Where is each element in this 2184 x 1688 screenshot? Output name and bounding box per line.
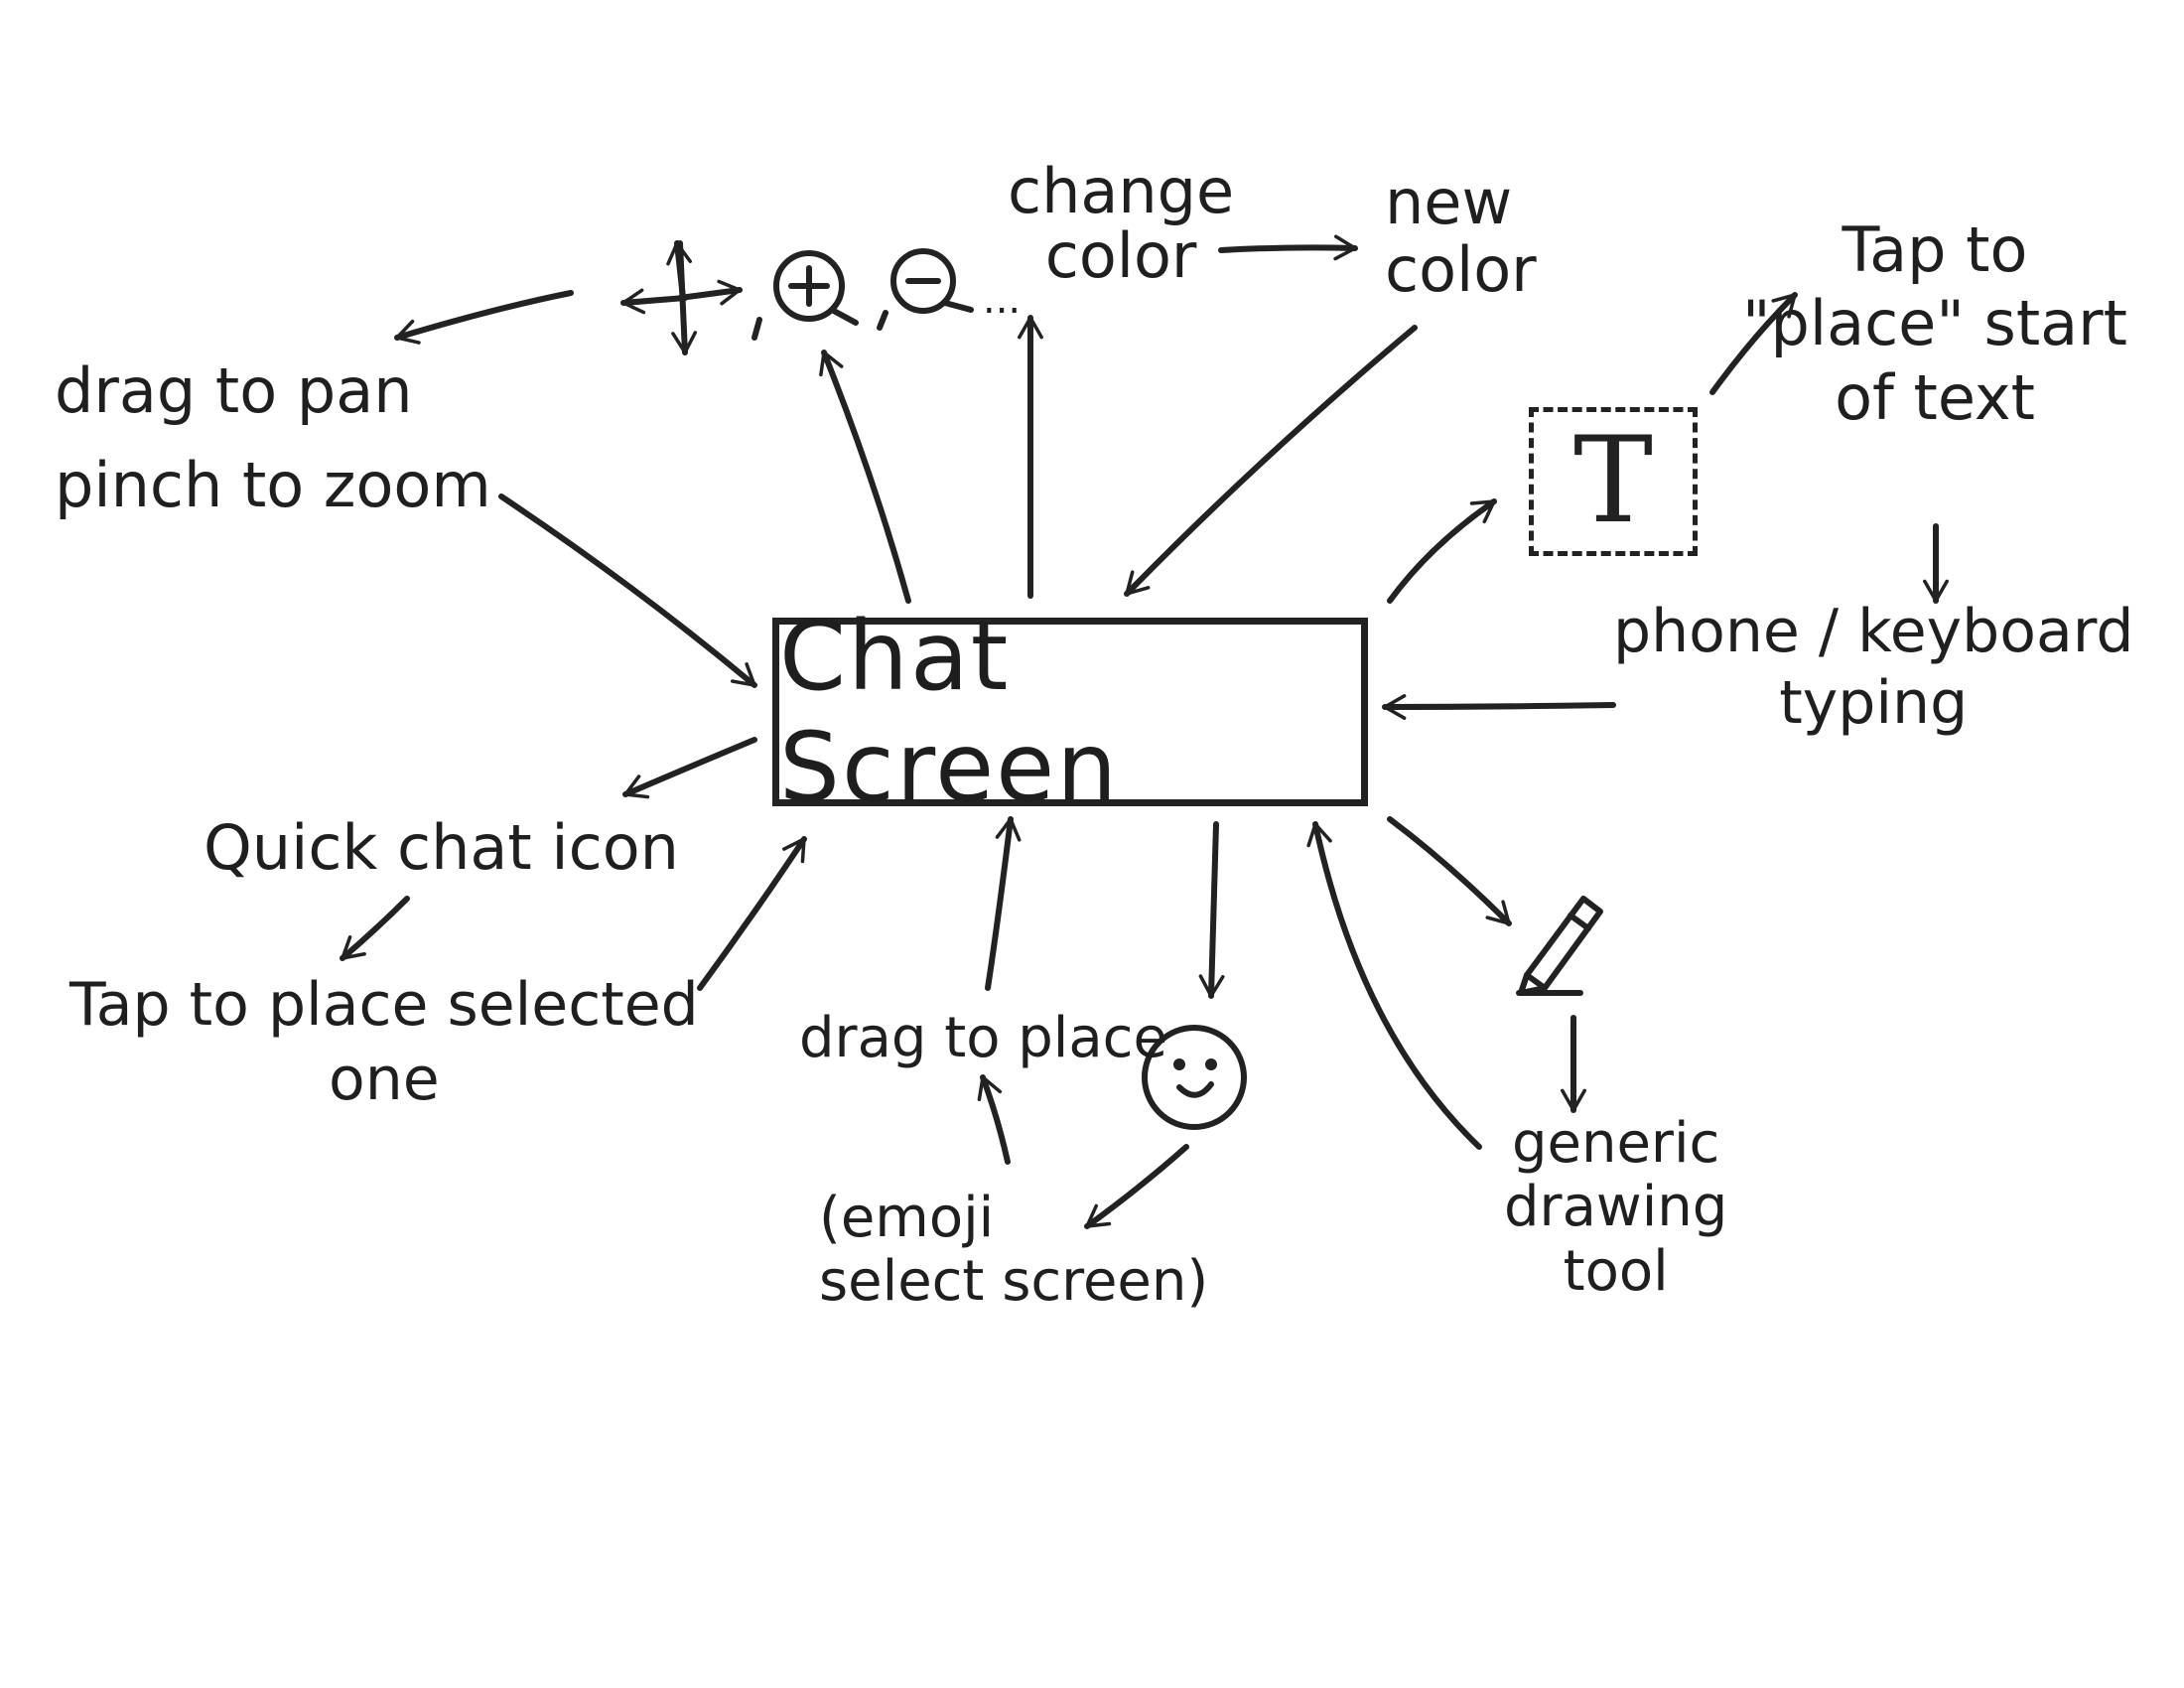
arrow-chat-to-zoom bbox=[819, 350, 911, 604]
arrow-zoom-to-chat bbox=[498, 493, 757, 688]
label-tap-place-start: Tap to "place" start of text bbox=[1742, 213, 2127, 434]
label-emoji-select: (emoji select screen) bbox=[819, 1186, 1209, 1315]
label-drag-to-place: drag to place bbox=[799, 1006, 1167, 1070]
arrow-chat-to-pencil bbox=[1387, 816, 1512, 926]
zoom-out-icon bbox=[890, 248, 974, 314]
arrow-new-to-chat bbox=[1124, 325, 1418, 597]
pencil-icon bbox=[1516, 896, 1603, 996]
label-tap-place-selected: Tap to place selected one bbox=[69, 970, 699, 1114]
label-ellipsis: ... bbox=[983, 277, 1022, 323]
arrow-text-to-tap bbox=[1709, 292, 1798, 395]
arrow-quick-to-tap bbox=[340, 896, 410, 961]
smiley-face-icon bbox=[1142, 1025, 1247, 1130]
label-drag-to-pan: drag to pan bbox=[55, 354, 413, 427]
arrow-keyboard-to-chat bbox=[1382, 694, 1616, 720]
arrow-icons-to-pan bbox=[394, 290, 574, 345]
arrow-chat-to-text bbox=[1387, 498, 1497, 604]
arrow-chat-to-quick bbox=[622, 737, 757, 799]
label-phone-keyboard: phone / keyboard typing bbox=[1613, 597, 2134, 738]
arrow-drawing-to-chat bbox=[1306, 821, 1482, 1150]
chat-screen-box: Chat Screen bbox=[772, 601, 1368, 823]
arrow-chat-to-smiley bbox=[1198, 821, 1225, 999]
text-tool-glyph: T bbox=[1572, 412, 1654, 550]
label-change-color: change color bbox=[1008, 155, 1235, 293]
label-pinch-to-zoom: pinch to zoom bbox=[55, 449, 491, 521]
text-tool-icon: T bbox=[1529, 407, 1698, 556]
label-quick-chat: Quick chat icon bbox=[204, 811, 679, 884]
arrow-smiley-to-emoji bbox=[1084, 1144, 1189, 1229]
arrow-drag-to-chat bbox=[985, 816, 1022, 991]
arrow-color-to-new bbox=[1218, 234, 1358, 261]
label-new-color: new color bbox=[1385, 166, 1537, 307]
pan-arrows-icon bbox=[620, 240, 762, 355]
zoom-in-icon bbox=[773, 250, 888, 331]
arrow-tapselected-to-chat bbox=[697, 836, 807, 991]
chat-screen-label: Chat Screen bbox=[779, 601, 1120, 823]
label-generic-drawing: generic drawing tool bbox=[1504, 1111, 1728, 1304]
arrow-emoji-to-drag bbox=[977, 1074, 1011, 1165]
